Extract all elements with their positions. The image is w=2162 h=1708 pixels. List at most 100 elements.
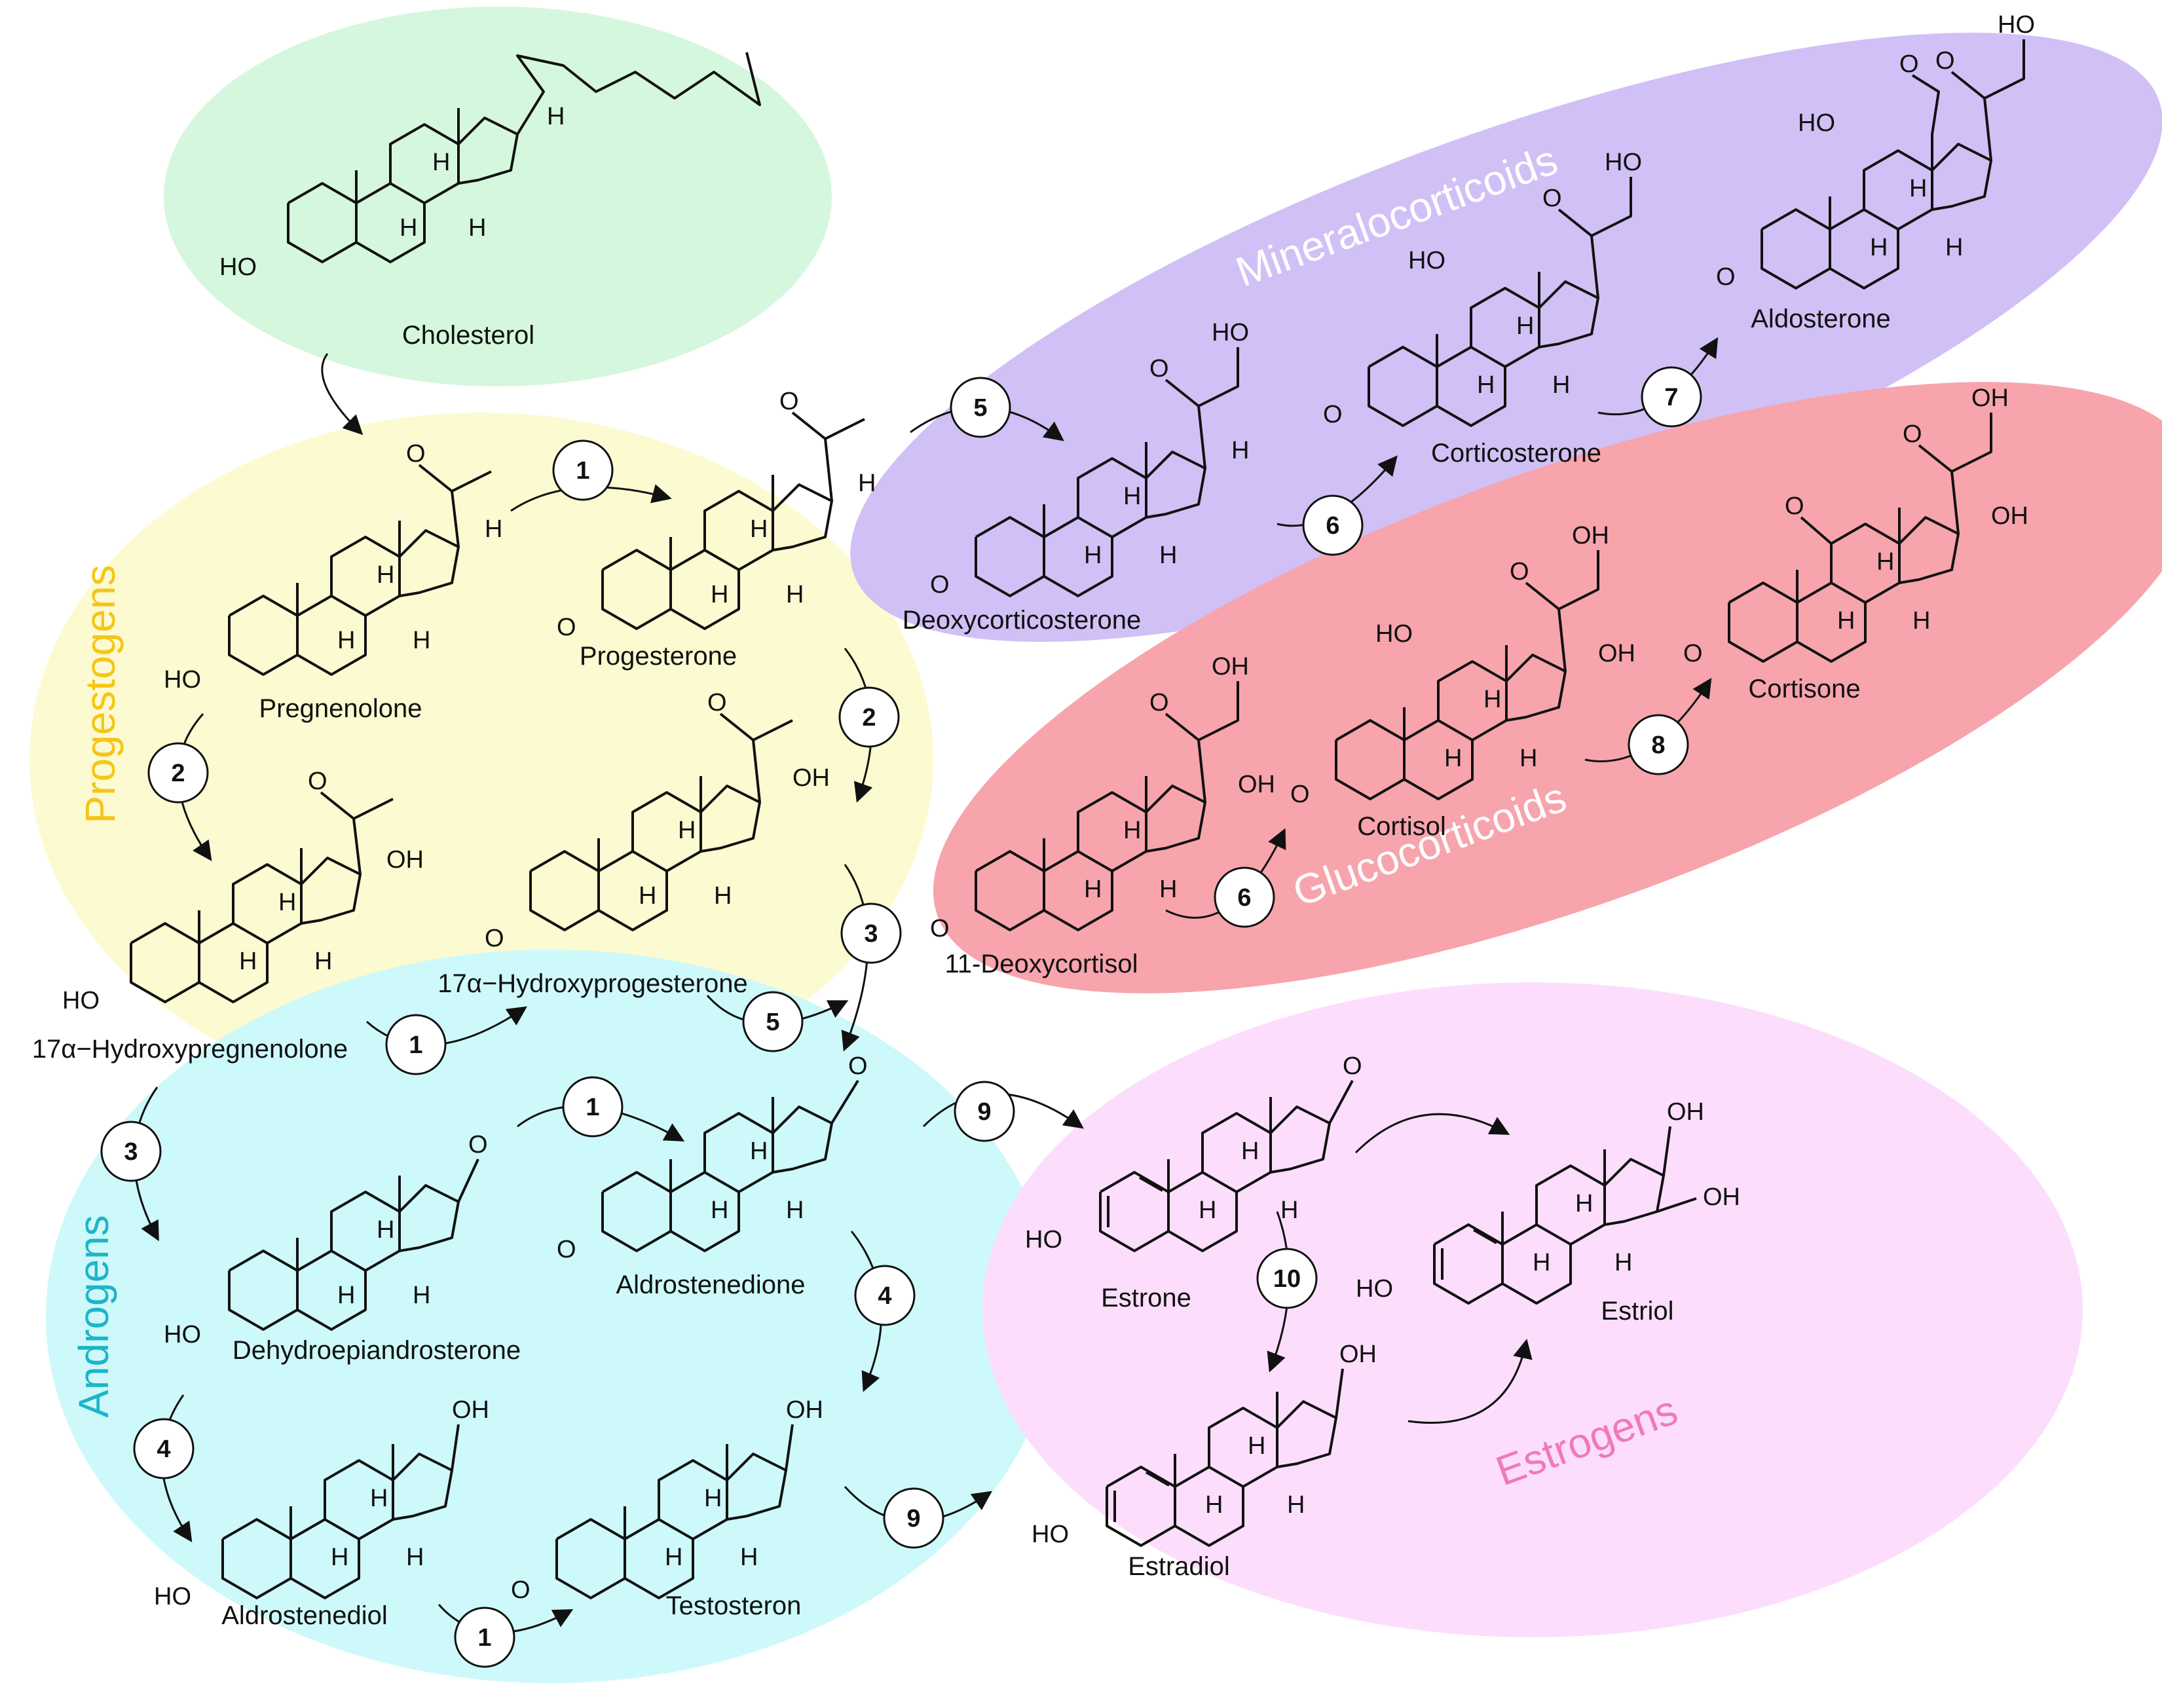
step-number: 2	[171, 760, 185, 787]
svg-text:H: H	[1248, 1432, 1265, 1460]
progesterone-structure: O H O H H H	[557, 388, 876, 641]
step-5-marker: 5	[742, 991, 804, 1052]
svg-text:H: H	[1084, 542, 1102, 569]
estriol-name: Estriol	[1601, 1297, 1673, 1326]
svg-text:H: H	[1199, 1197, 1216, 1224]
svg-text:H: H	[314, 948, 332, 975]
androgens-label: Androgens	[70, 1215, 117, 1418]
svg-text:O: O	[1785, 492, 1804, 520]
svg-text:H: H	[485, 515, 502, 543]
androstenediol-structure: OH HO H H H	[154, 1396, 489, 1610]
step-number: 9	[977, 1098, 991, 1126]
svg-text:O: O	[1149, 355, 1169, 382]
svg-text:H: H	[468, 214, 486, 242]
step-4-marker: 4	[133, 1418, 195, 1479]
cortisone-name: Cortisone	[1748, 675, 1860, 703]
svg-text:H: H	[639, 882, 656, 910]
svg-text:H: H	[1280, 1197, 1298, 1224]
hydroxyprogesterone-structure: O OH O H H H	[485, 689, 830, 952]
svg-text:H: H	[786, 581, 804, 608]
svg-text:H: H	[1231, 437, 1249, 464]
pregnenolone-name: Pregnenolone	[259, 694, 422, 723]
svg-text:O: O	[707, 689, 727, 716]
estrone-name: Estrone	[1101, 1284, 1191, 1312]
deoxycortisol-structure: O OH OH O H H H	[930, 653, 1275, 942]
dhea-structure: O HO H H H	[164, 1131, 488, 1348]
svg-text:H: H	[1483, 686, 1501, 713]
step-number: 6	[1326, 512, 1339, 540]
svg-text:H: H	[278, 889, 296, 916]
svg-text:H: H	[1287, 1491, 1305, 1519]
svg-text:H: H	[665, 1544, 682, 1571]
svg-text:O: O	[1935, 47, 1955, 75]
svg-text:O: O	[1903, 420, 1922, 448]
estradiol-name: Estradiol	[1128, 1552, 1230, 1581]
estrone-structure: O HO H H H	[1025, 1052, 1362, 1253]
cortisol-structure: O OH OH HO O H H H	[1290, 522, 1635, 808]
svg-text:H: H	[1516, 312, 1534, 340]
testosterone-structure: OH O H H H	[511, 1396, 823, 1604]
svg-text:H: H	[786, 1197, 804, 1224]
svg-text:O: O	[930, 571, 950, 599]
svg-text:OH: OH	[1572, 522, 1609, 549]
step-number: 8	[1651, 732, 1665, 759]
svg-text:H: H	[711, 581, 728, 608]
svg-text:HO: HO	[1356, 1275, 1393, 1303]
step-number: 6	[1237, 884, 1251, 912]
svg-text:OH: OH	[1667, 1098, 1704, 1126]
svg-text:O: O	[1542, 185, 1562, 212]
svg-text:H: H	[1876, 548, 1894, 576]
step-number: 7	[1664, 384, 1678, 411]
estradiol-structure: OH HO H H H	[1032, 1341, 1377, 1548]
svg-text:H: H	[678, 817, 696, 844]
svg-text:HO: HO	[1998, 11, 2035, 39]
svg-text:H: H	[337, 1282, 355, 1309]
step-8-marker: 8	[1628, 714, 1689, 775]
svg-text:O: O	[1510, 558, 1529, 585]
svg-text:H: H	[740, 1544, 758, 1571]
svg-text:H: H	[331, 1544, 348, 1571]
androstenedione-name: Aldrostenedione	[616, 1271, 805, 1299]
cholesterol-region	[164, 7, 832, 386]
step-number: 4	[157, 1436, 170, 1463]
svg-text:H: H	[1519, 745, 1537, 772]
step-number: 5	[766, 1009, 779, 1036]
svg-text:HO: HO	[219, 253, 257, 281]
svg-text:H: H	[406, 1544, 424, 1571]
svg-text:O: O	[485, 925, 504, 952]
androstenedione-structure: O O H H H	[557, 1052, 868, 1263]
svg-text:O: O	[1683, 640, 1703, 667]
step-10-marker: 10	[1256, 1248, 1318, 1309]
svg-text:HO: HO	[164, 666, 201, 694]
svg-text:OH: OH	[1991, 502, 2028, 530]
svg-text:H: H	[1837, 607, 1855, 635]
svg-text:OH: OH	[1598, 640, 1635, 667]
estrogens-region	[982, 982, 2083, 1637]
hydroxyprogesterone-name: 17α−Hydroxyprogesterone	[438, 969, 747, 998]
step-number: 2	[862, 704, 876, 732]
aldosterone-name: Aldosterone	[1751, 305, 1890, 333]
svg-text:OH: OH	[1703, 1183, 1740, 1211]
svg-text:H: H	[714, 882, 732, 910]
step-1-marker: 1	[385, 1014, 447, 1075]
step-3-marker: 3	[100, 1121, 162, 1182]
svg-text:H: H	[858, 470, 876, 497]
svg-text:OH: OH	[386, 846, 424, 874]
svg-text:O: O	[557, 1236, 576, 1263]
svg-text:H: H	[1123, 817, 1141, 844]
svg-text:O: O	[848, 1052, 868, 1080]
svg-text:HO: HO	[1798, 109, 1835, 137]
svg-text:O: O	[468, 1131, 488, 1159]
svg-text:H: H	[1159, 542, 1177, 569]
svg-text:HO: HO	[1375, 620, 1413, 648]
progestogens-region	[29, 413, 933, 1107]
svg-text:H: H	[1533, 1249, 1550, 1276]
step-1-marker: 1	[552, 439, 614, 501]
svg-text:H: H	[1870, 234, 1888, 261]
cortisol-name: Cortisol	[1357, 812, 1446, 841]
pregnenolone-structure: O H HO H H H	[164, 440, 502, 694]
svg-text:H: H	[750, 1138, 768, 1165]
svg-text:H: H	[400, 214, 417, 242]
svg-text:OH: OH	[1339, 1341, 1377, 1368]
